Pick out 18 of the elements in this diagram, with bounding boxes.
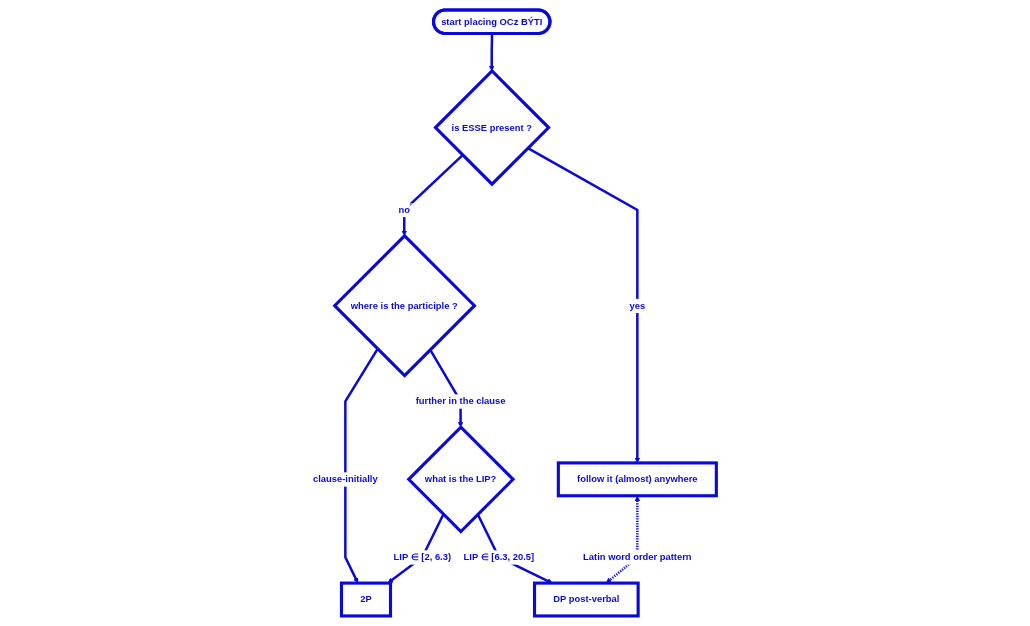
edge-label: clause-initially — [313, 473, 379, 485]
node-box: DP post-verbal — [533, 581, 641, 618]
arrow — [429, 349, 464, 428]
node-diamond: is ESSE present ? — [433, 68, 552, 187]
edge-label: no — [398, 204, 411, 215]
node-box: follow it (almost) anywhere — [557, 461, 719, 498]
node-box: 2P — [340, 581, 393, 618]
node-diamond: where is the participle ? — [332, 233, 477, 378]
arrow — [344, 348, 380, 584]
arrow — [606, 495, 641, 584]
edge-label: yes — [629, 299, 646, 311]
edge-label: further in the clause — [416, 395, 506, 407]
arrow — [401, 154, 464, 237]
edge-label: Latin word order pattern — [583, 551, 692, 563]
arrow — [489, 33, 495, 72]
edge-label: LIP ∈ [6.3, 20.5] — [463, 551, 535, 563]
node-diamond: what is the LIP? — [406, 425, 516, 534]
edge-label: LIP ∈ [2, 6.3) — [393, 551, 452, 563]
